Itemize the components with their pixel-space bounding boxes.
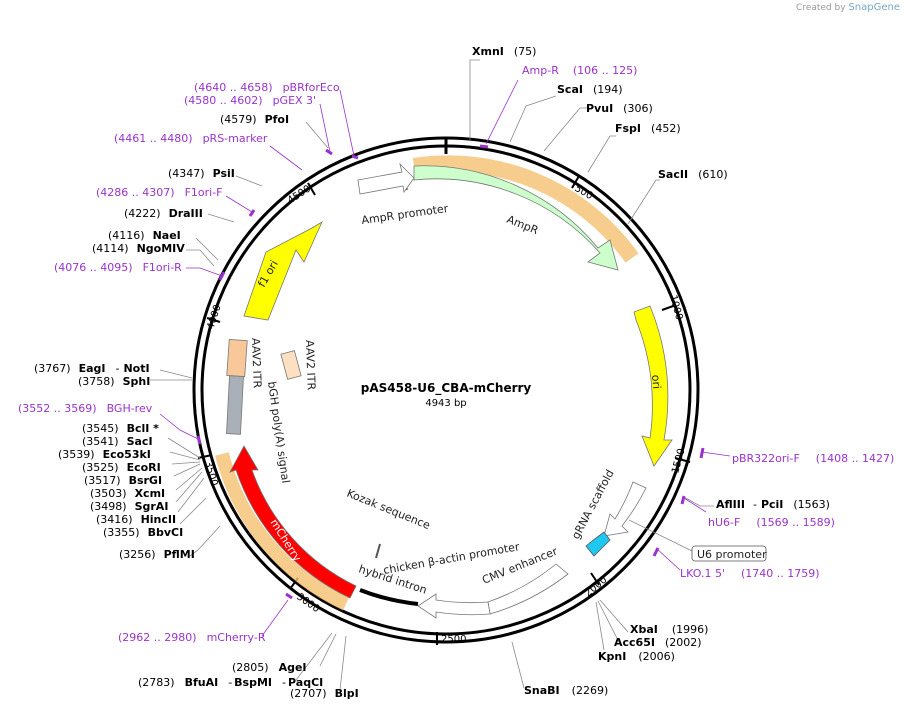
- site-bfuai-bspmi-paqci: (2783)BfuAI-BspMI-PaqCI: [138, 676, 323, 689]
- site-naei: (4116)NaeI: [108, 229, 181, 242]
- tick-3500: [197, 454, 213, 459]
- site-psii: (4347)PsiI: [168, 167, 235, 180]
- u6-promoter-leader: [628, 519, 695, 553]
- plasmid-size: 4943 bp: [425, 398, 466, 409]
- mcherry-arrow: [229, 445, 357, 599]
- site-bsrgi: (3517)BsrGI: [84, 474, 162, 487]
- aav2-itr-far: [280, 350, 302, 380]
- primer-markers: [159, 79, 731, 637]
- bgh-polya-box: [226, 375, 244, 435]
- primer-pgex-3: (4580 .. 4602)pGEX 3': [184, 94, 316, 107]
- primer-hu6-f: hU6-F(1569 .. 1589): [708, 516, 835, 529]
- aav2-itr-near-label: AAV2 ITR: [249, 338, 264, 389]
- tick-4500: [307, 182, 316, 196]
- site-kpni: KpnI(2006): [598, 650, 675, 663]
- tick-500: [571, 175, 580, 189]
- grna-scaffold-arrow: [603, 481, 647, 537]
- plasmid-title: pAS458-U6_CBA-mCherry 4943 bp: [361, 381, 532, 409]
- kozak-label: Kozak sequence: [345, 487, 432, 532]
- site-snabi: SnaBI(2269): [524, 684, 608, 697]
- ampr-orf-highlight: [412, 155, 639, 263]
- site-saci: (3541)SacI: [82, 435, 153, 448]
- site-bcli: (3545)BclI *: [82, 422, 159, 435]
- primer-labels: Amp-R(106 .. 125) pBR322ori-F(1408 .. 14…: [18, 64, 894, 644]
- site-ngomiv: (4114)NgoMIV: [92, 242, 185, 255]
- tick-2500-label: 2500: [441, 634, 466, 645]
- site-ecori: (3525)EcoRI: [82, 461, 161, 474]
- u6-promoter-arrow: [585, 531, 611, 557]
- primer-mcherry-r: (2962 .. 2980)mCherry-R: [118, 631, 266, 644]
- primer-pbr322ori-f: pBR322ori-F(1408 .. 1427): [732, 452, 894, 465]
- mcherry-orf-highlight: [215, 452, 349, 611]
- cba-promoter-arrow: [417, 593, 491, 619]
- kozak-marker: [375, 543, 381, 559]
- hybrid-intron-bar: [359, 588, 419, 606]
- site-bbvci: (3355)BbvCI: [103, 526, 183, 539]
- primer-f1ori-f: (4286 .. 4307)F1ori-F: [96, 186, 223, 199]
- site-draiii: (4222)DraIII: [124, 207, 203, 220]
- site-eco53ki: (3539)Eco53kI: [58, 448, 151, 461]
- ori-arrow: [633, 305, 673, 467]
- u6-promoter-label: U6 promoter: [697, 548, 767, 561]
- site-sgrai: (3498)SgrAI: [90, 500, 168, 513]
- tick-1500: [674, 457, 691, 463]
- site-sacii: SacII(610): [658, 168, 728, 181]
- tick-4000: [206, 317, 221, 323]
- primer-amp-r: Amp-R(106 .. 125): [522, 64, 637, 77]
- tick-2000: [590, 572, 600, 586]
- tick-1000: [661, 304, 677, 311]
- plasmid-name: pAS458-U6_CBA-mCherry: [361, 381, 532, 396]
- site-afliii-pcii: AflIII-PciI(1563): [716, 498, 830, 511]
- site-acc65i: Acc65I(2002): [614, 636, 702, 649]
- site-pflmi: (3256)PflMI: [119, 548, 195, 561]
- site-sphi: (3758)SphI: [78, 375, 150, 388]
- primer-bgh-rev: (3552 .. 3569)BGH-rev: [18, 402, 153, 415]
- bgh-polya-label: bGH poly(A) signal: [265, 381, 292, 485]
- aav2-itr-near: [226, 338, 248, 378]
- site-pvui: PvuI(306): [586, 102, 653, 115]
- ori-label: ori: [649, 374, 663, 389]
- aav2-itr-far-label: AAV2 ITR: [303, 340, 318, 391]
- primer-lko1-5: LKO.1 5'(1740 .. 1759): [680, 567, 820, 580]
- site-pfoi: (4579)PfoI: [220, 113, 289, 126]
- f1-ori-arrow: [243, 221, 323, 321]
- ampr-arrow: [413, 165, 619, 271]
- leader-lines: [150, 59, 714, 691]
- ampr-promoter-label: AmpR promoter: [361, 202, 450, 227]
- restriction-sites: XmnI(75) ScaI(194) PvuI(306) FspI(452) S…: [34, 45, 830, 700]
- features: AmpR AmpR promoter ori gRNA scaffold U6 …: [215, 155, 767, 619]
- ampr-promoter-arrow: [357, 162, 415, 195]
- site-eagi-noti: (3767)EagI-NotI: [34, 362, 150, 375]
- site-scai: ScaI(194): [557, 83, 623, 96]
- u6-promoter-box: [691, 545, 767, 562]
- snapgene-credit: Created by SnapGene: [796, 2, 900, 13]
- site-hincii: (3416)HincII: [96, 513, 176, 526]
- primer-prs-marker: (4461 .. 4480)pRS-marker: [114, 132, 268, 145]
- site-agei: (2805)AgeI: [232, 661, 307, 674]
- site-blpi: (2707)BlpI: [290, 687, 359, 700]
- tick-3500-label: 3500: [202, 460, 219, 487]
- site-xcmi: (3503)XcmI: [90, 487, 165, 500]
- primer-f1ori-r: (4076 .. 4095)F1ori-R: [54, 261, 182, 274]
- snapgene-logo: SnapGene: [848, 2, 900, 13]
- credit-prefix: Created by: [796, 3, 846, 13]
- primer-pbrforeco: (4640 .. 4658)pBRforEco: [194, 81, 340, 94]
- site-xmni: XmnI(75): [472, 45, 536, 58]
- site-xbai: XbaI(1996): [630, 623, 708, 636]
- ampr-label: AmpR: [505, 213, 541, 237]
- site-fspi: FspI(452): [615, 122, 681, 135]
